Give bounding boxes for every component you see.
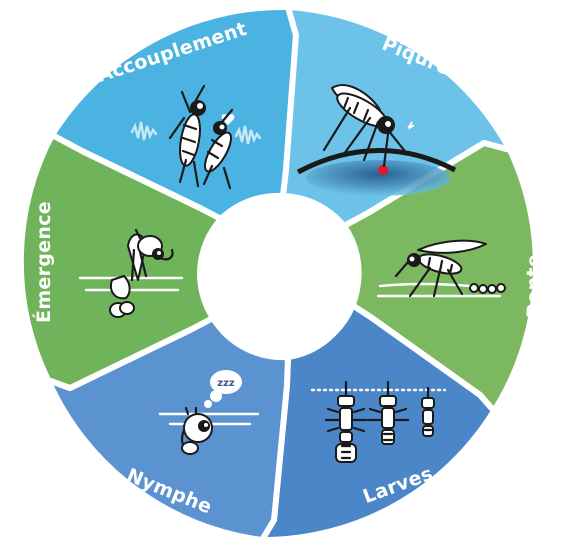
emerging-mosquito-icon [78, 228, 184, 318]
biting-mosquito-icon [296, 84, 457, 196]
mating-mosquitoes-icon [130, 84, 262, 190]
label-emergence: Émergence [32, 201, 55, 323]
eggs-icon [469, 283, 506, 294]
center-hole [201, 197, 361, 357]
pupa-icon: zzz [158, 370, 260, 455]
egg-laying-mosquito-icon [376, 239, 506, 298]
sleep-zzz-text: zzz [217, 378, 235, 389]
segments [17, 3, 539, 544]
larvae-icon [310, 380, 447, 463]
label-ponte: Ponte [523, 254, 545, 318]
segment-emergence [17, 132, 224, 391]
